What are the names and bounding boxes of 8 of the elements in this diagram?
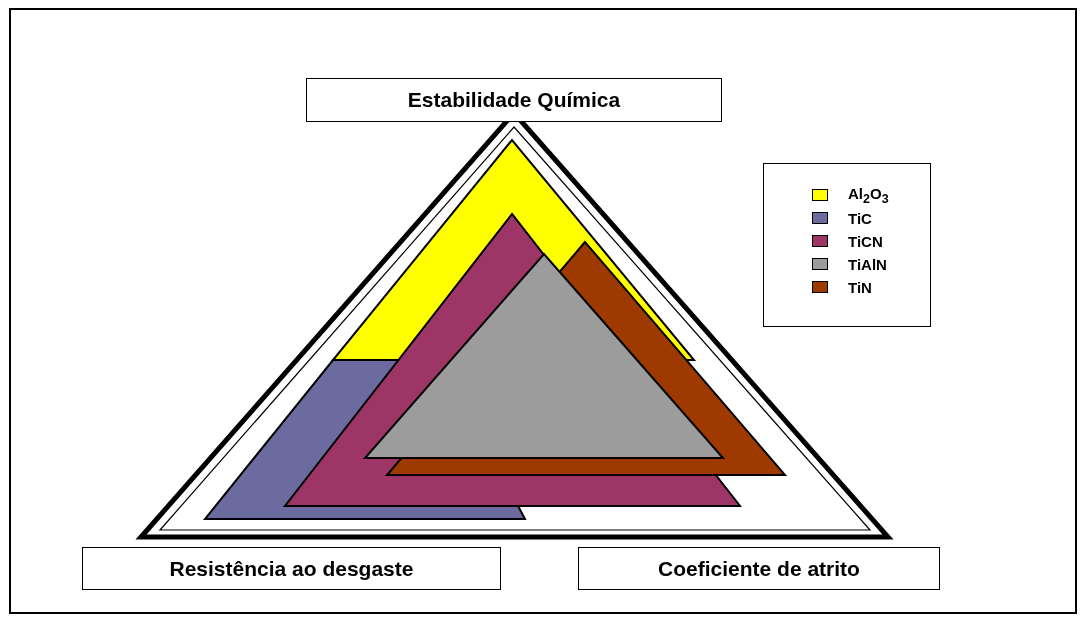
- legend-label: TiC: [848, 209, 872, 227]
- axis-label-box: Estabilidade Química: [306, 78, 722, 122]
- legend-label: TiAlN: [848, 255, 887, 273]
- legend-label: TiN: [848, 278, 872, 296]
- legend-label: TiCN: [848, 232, 883, 250]
- axis-label-box: Resistência ao desgaste: [82, 547, 501, 590]
- legend-label: Al$_{2}$O$_{3}$: [848, 184, 889, 206]
- axis-label-box: Coeficiente de atrito: [578, 547, 940, 590]
